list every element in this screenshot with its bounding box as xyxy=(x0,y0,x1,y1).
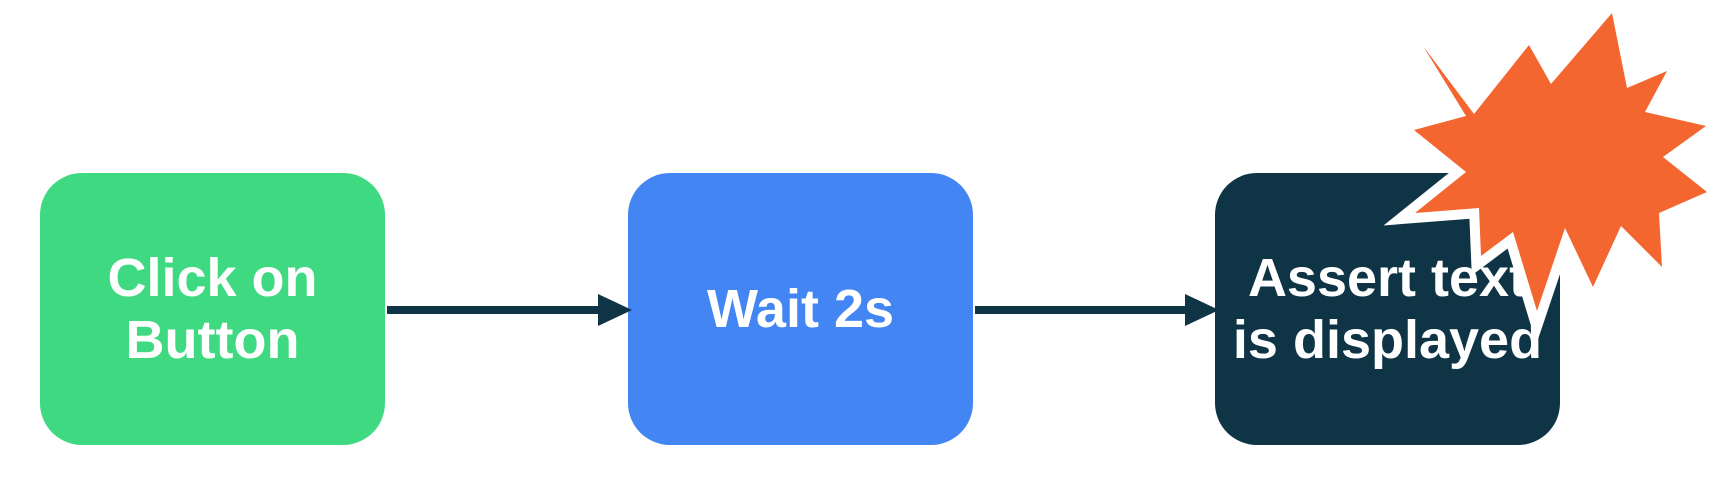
flow-node-wait-2s[interactable]: Wait 2s xyxy=(628,173,973,445)
connector-arrow-2 xyxy=(975,294,1219,326)
node-label-assert-text-displayed: Assert text is displayed xyxy=(1232,248,1543,370)
flow-node-assert-text-displayed[interactable]: Assert text is displayed xyxy=(1215,173,1560,445)
flow-node-click-on-button[interactable]: Click on Button xyxy=(40,173,385,445)
connector-arrow-1 xyxy=(387,294,632,326)
node-label-wait-2s: Wait 2s xyxy=(706,279,895,339)
connector-arrow-2-head xyxy=(1185,294,1219,326)
connector-arrow-1-head xyxy=(598,294,632,326)
node-label-click-on-button: Click on Button xyxy=(107,248,318,370)
